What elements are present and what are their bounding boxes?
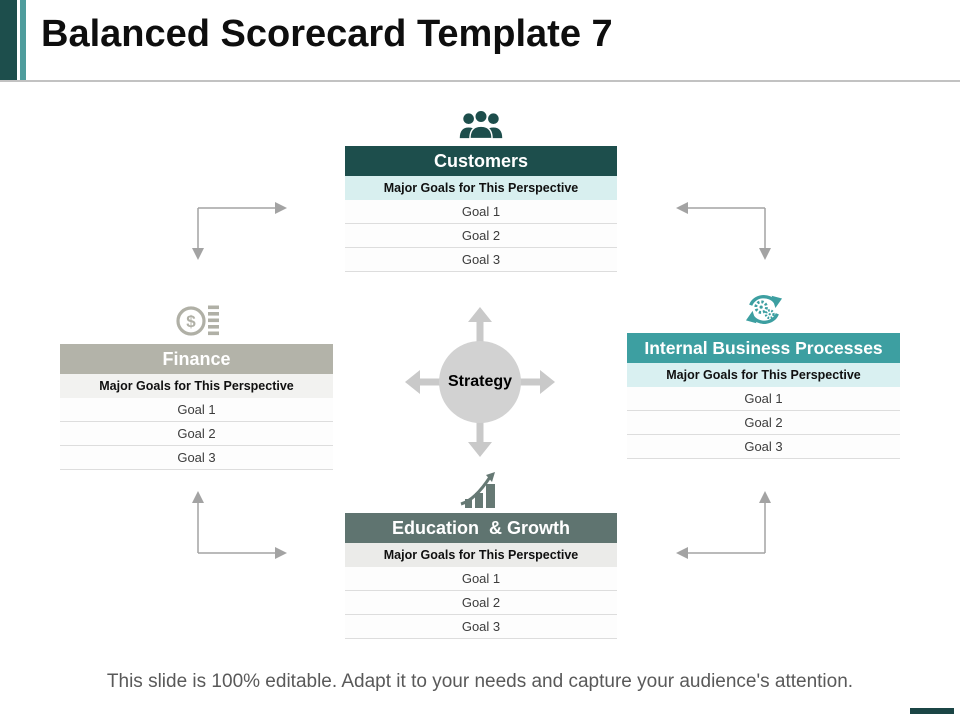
table-row: Goal 3 bbox=[60, 446, 333, 470]
customers-table: Customers Major Goals for This Perspecti… bbox=[345, 146, 617, 272]
growth-chart-icon bbox=[345, 470, 617, 508]
customers-header: Customers bbox=[345, 146, 617, 176]
education-growth-header: Education & Growth bbox=[345, 513, 617, 543]
table-row: Goal 3 bbox=[627, 435, 900, 459]
page-title: Balanced Scorecard Template 7 bbox=[41, 13, 613, 55]
education-growth-subheader: Major Goals for This Perspective bbox=[345, 543, 617, 567]
customers-subheader: Major Goals for This Perspective bbox=[345, 176, 617, 200]
internal-business-processes-subheader: Major Goals for This Perspective bbox=[627, 363, 900, 387]
people-group-icon bbox=[345, 103, 617, 141]
dollar-coin-icon: $ bbox=[60, 301, 333, 339]
scorecard-education-growth: Education & Growth Major Goals for This … bbox=[345, 470, 617, 639]
table-row: Goal 1 bbox=[345, 200, 617, 224]
title-accent-bar-dark bbox=[0, 0, 17, 81]
table-row: Goal 3 bbox=[345, 248, 617, 272]
table-row: Goal 3 bbox=[345, 615, 617, 639]
title-accent-bar-light bbox=[20, 0, 26, 81]
connector-top-right bbox=[676, 202, 771, 260]
finance-header: Finance bbox=[60, 344, 333, 374]
education-growth-table: Education & Growth Major Goals for This … bbox=[345, 513, 617, 639]
finance-subheader: Major Goals for This Perspective bbox=[60, 374, 333, 398]
connector-top-left bbox=[192, 202, 287, 260]
table-row: Goal 2 bbox=[627, 411, 900, 435]
editable-note: This slide is 100% editable. Adapt it to… bbox=[106, 671, 854, 692]
table-row: Goal 2 bbox=[345, 224, 617, 248]
connector-bottom-left bbox=[192, 491, 287, 559]
table-row: Goal 1 bbox=[627, 387, 900, 411]
svg-text:$: $ bbox=[186, 312, 196, 331]
finance-table: Finance Major Goals for This Perspective… bbox=[60, 344, 333, 470]
header-divider bbox=[0, 80, 960, 82]
corner-accent-bar bbox=[910, 708, 954, 714]
strategy-compass-icon bbox=[405, 307, 555, 457]
table-row: Goal 1 bbox=[60, 398, 333, 422]
scorecard-finance: $ Finance Major Goals for This Perspecti… bbox=[60, 301, 333, 470]
sync-gears-icon bbox=[627, 290, 900, 328]
connector-bottom-right bbox=[676, 491, 771, 559]
table-row: Goal 2 bbox=[345, 591, 617, 615]
table-row: Goal 1 bbox=[345, 567, 617, 591]
strategy-label: Strategy bbox=[447, 373, 513, 390]
internal-business-processes-header: Internal Business Processes bbox=[627, 333, 900, 363]
scorecard-internal-business-processes: Internal Business Processes Major Goals … bbox=[627, 290, 900, 459]
internal-business-processes-table: Internal Business Processes Major Goals … bbox=[627, 333, 900, 459]
table-row: Goal 2 bbox=[60, 422, 333, 446]
scorecard-customers: Customers Major Goals for This Perspecti… bbox=[345, 103, 617, 272]
